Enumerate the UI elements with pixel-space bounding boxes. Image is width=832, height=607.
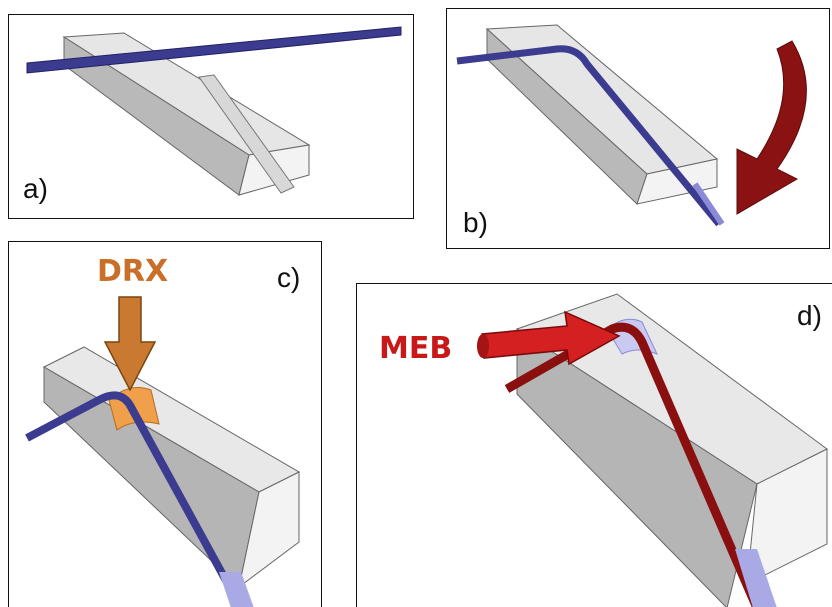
meb-arrow-tail	[477, 334, 489, 358]
bending-arrow	[736, 40, 807, 215]
block-end-face	[636, 158, 718, 205]
meb-label: MEB	[379, 331, 453, 366]
panel-b: b)	[446, 8, 830, 249]
panel-c-label: c)	[277, 262, 301, 293]
blue-strip-end	[219, 572, 254, 607]
drx-arrow	[103, 296, 157, 392]
red-strip-end	[735, 549, 777, 607]
panel-a-drawing	[26, 26, 402, 196]
block-end-face	[238, 471, 300, 589]
blue-strip	[26, 26, 402, 74]
panel-d: MEB d)	[356, 283, 832, 607]
blue-strip-bent	[456, 45, 722, 227]
panel-a: a)	[8, 14, 414, 219]
meb-arrow	[481, 310, 621, 366]
panel-b-label: b)	[463, 207, 488, 238]
drx-label: DRX	[97, 254, 169, 289]
panel-d-drawing	[477, 293, 828, 607]
block-ridge	[198, 74, 295, 194]
blue-strip-edge	[692, 182, 725, 226]
panel-d-label: d)	[797, 300, 822, 331]
panel-b-drawing	[456, 24, 807, 227]
blue-strip-bent	[25, 391, 245, 607]
panel-a-label: a)	[23, 173, 48, 204]
red-strip-bent	[504, 322, 762, 607]
panel-c-drawing	[25, 296, 301, 607]
panel-c: DRX c)	[8, 241, 322, 607]
